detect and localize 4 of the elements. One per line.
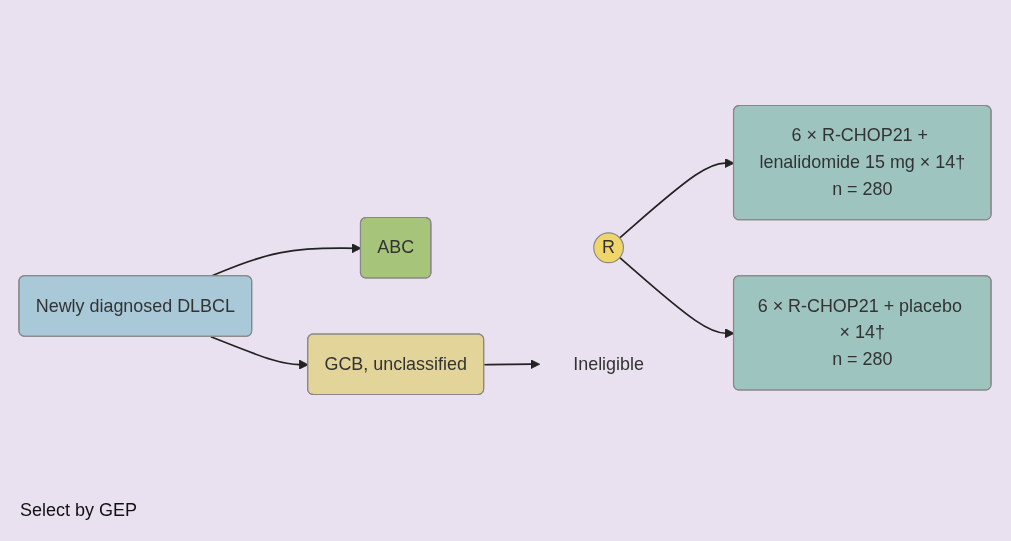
arrow bbox=[483, 359, 541, 370]
note-text: Select by GEP bbox=[20, 500, 138, 521]
node-circle: R bbox=[593, 232, 624, 264]
node-text: Ineligible bbox=[573, 354, 644, 374]
